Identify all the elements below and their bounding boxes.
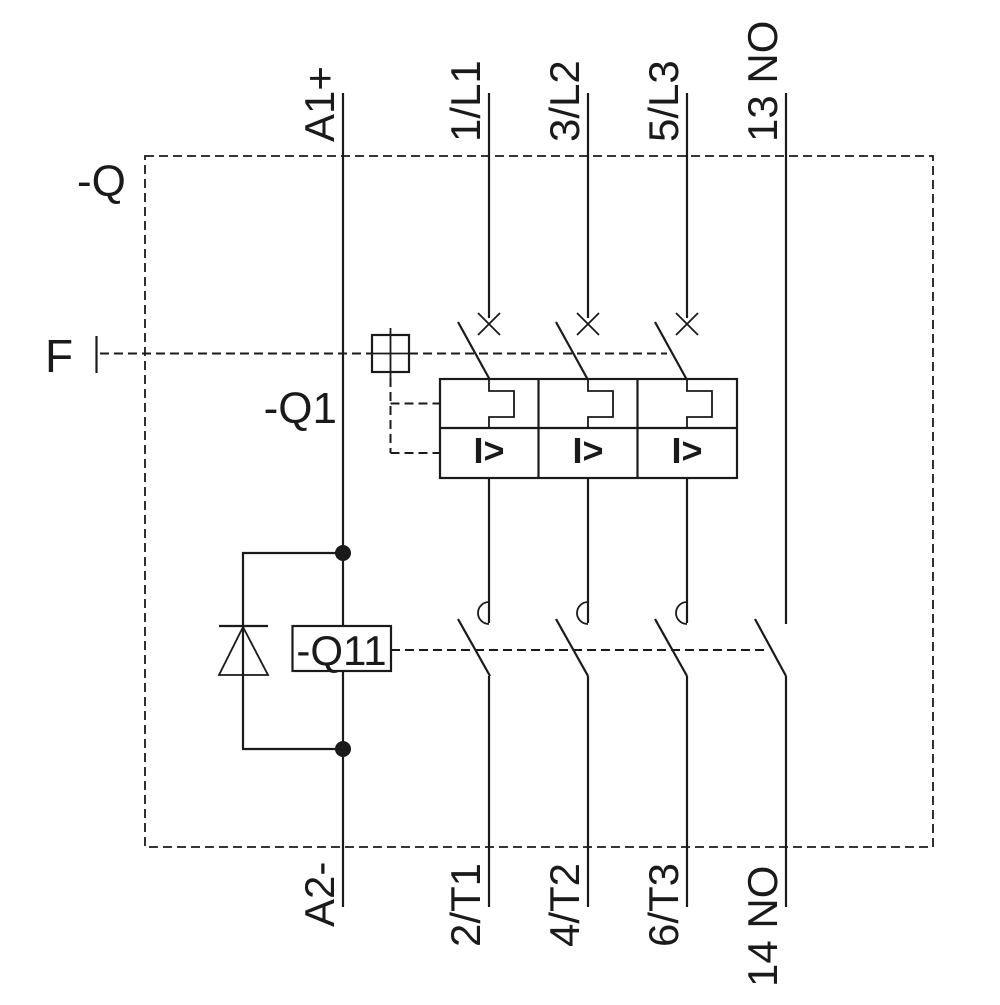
contact-cross-icon <box>675 312 699 336</box>
diode-triangle <box>217 625 270 676</box>
breaker-blades <box>457 321 688 381</box>
breaker-block: I> I> I> <box>438 377 739 480</box>
contact-blades <box>457 618 787 677</box>
suppressor-branch <box>241 551 343 751</box>
actuator-cross <box>372 328 409 378</box>
enclosure-label: -Q <box>77 157 126 206</box>
overcurrent-trip-symbol: I> <box>572 430 603 471</box>
contact-blade <box>754 618 787 677</box>
junction-dot <box>335 741 351 757</box>
breaker-blade <box>555 321 589 381</box>
aux-switch-box <box>291 624 393 673</box>
contact-blade <box>654 618 688 677</box>
contact-arc <box>477 601 490 625</box>
contact-cross-icon <box>477 312 501 336</box>
terminal-label-1l1: 1/L1 <box>442 60 489 142</box>
trip-input-label: F <box>45 330 73 382</box>
terminal-label-2t1: 2/T1 <box>442 863 489 947</box>
actuator-symbol <box>370 328 411 378</box>
junction-dot <box>335 545 351 561</box>
contact-arc <box>576 601 589 625</box>
terminal-label-a1plus: A1+ <box>296 66 343 142</box>
contact-blade <box>457 618 491 677</box>
contact-blade <box>555 618 589 677</box>
enclosure-border <box>144 155 934 848</box>
diode-symbol <box>217 624 270 676</box>
terminal-label-14no: 14 NO <box>739 866 786 987</box>
latch-mechanism-symbol <box>686 379 713 428</box>
latch-mechanism-symbol <box>587 379 614 428</box>
overcurrent-trip-symbol: I> <box>473 430 504 471</box>
terminal-label-a2minus: A2- <box>296 862 343 927</box>
contact-arc <box>675 601 688 625</box>
terminal-label-13no: 13 NO <box>739 21 786 142</box>
contact-cross-icon <box>576 312 600 336</box>
breaker-blade <box>654 321 688 381</box>
breaker-label: -Q1 <box>264 384 337 433</box>
contact-arcs <box>477 601 688 625</box>
terminal-label-3l2: 3/L2 <box>541 60 588 142</box>
breaker-contact-crosses <box>477 312 699 336</box>
terminal-label-6t3: 6/T3 <box>640 863 687 947</box>
aux-switch-label: -Q11 <box>296 627 386 674</box>
terminal-label-4t2: 4/T2 <box>541 863 588 947</box>
terminal-label-5l3: 5/L3 <box>640 60 687 142</box>
actuator-linkage-line <box>389 378 440 454</box>
breaker-blade <box>457 321 491 381</box>
latch-mechanism-symbol <box>488 379 515 428</box>
overcurrent-trip-symbol: I> <box>671 430 702 471</box>
